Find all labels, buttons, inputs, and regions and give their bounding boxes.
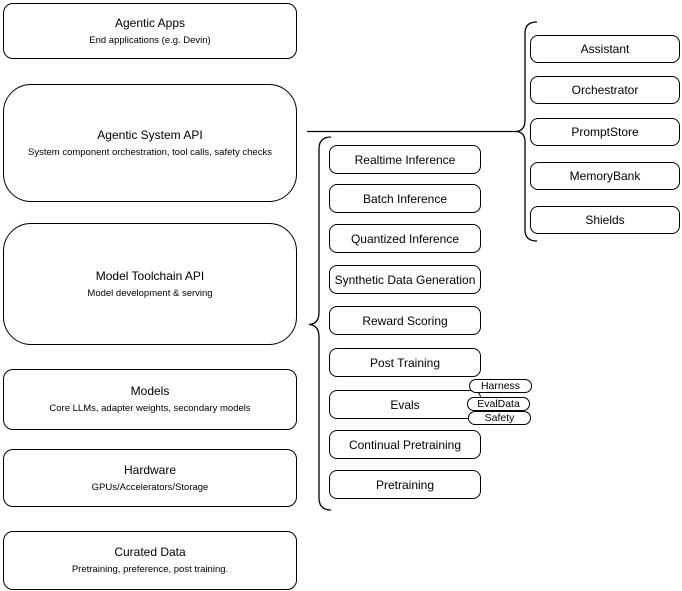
node-label: Quantized Inference <box>350 231 460 246</box>
node-subtitle: GPUs/Accelerators/Storage <box>91 481 209 493</box>
node-shields: Shields <box>530 206 680 234</box>
tag-safety: Safety <box>468 411 531 425</box>
node-agentic-apps: Agentic Apps End applications (e.g. Devi… <box>3 3 297 59</box>
node-label: Continual Pretraining <box>348 437 462 452</box>
brace-toolchain <box>308 136 332 511</box>
node-batch-inference: Batch Inference <box>329 184 481 213</box>
node-subtitle: Model development & serving <box>87 287 213 299</box>
node-subtitle: End applications (e.g. Devin) <box>89 34 211 46</box>
node-continual-pretraining: Continual Pretraining <box>329 430 481 459</box>
node-title: Hardware <box>123 462 177 477</box>
node-label: Batch Inference <box>362 191 448 206</box>
node-label: MemoryBank <box>569 169 641 183</box>
node-pretraining: Pretraining <box>329 470 481 499</box>
node-assistant: Assistant <box>530 35 680 63</box>
node-label: Pretraining <box>375 477 435 492</box>
node-label: Realtime Inference <box>354 152 456 167</box>
node-evals: Evals <box>329 390 481 419</box>
node-memorybank: MemoryBank <box>530 162 680 190</box>
tag-label: EvalData <box>477 398 520 410</box>
node-title: Models <box>130 384 170 398</box>
node-model-toolchain-api: Model Toolchain API Model development & … <box>3 223 297 345</box>
node-title: Agentic Apps <box>114 15 186 30</box>
node-title: Model Toolchain API <box>95 268 205 283</box>
node-label: PromptStore <box>571 125 639 139</box>
node-subtitle: System component orchestration, tool cal… <box>28 146 272 158</box>
node-label: Evals <box>390 397 420 412</box>
node-post-training: Post Training <box>329 348 481 377</box>
tag-evaldata: EvalData <box>467 397 530 411</box>
node-label: Assistant <box>580 42 630 56</box>
node-label: Post Training <box>369 355 441 370</box>
node-agentic-system-api: Agentic System API System component orch… <box>3 84 297 202</box>
node-label: Synthetic Data Generation <box>334 272 476 287</box>
node-reward-scoring: Reward Scoring <box>329 306 481 335</box>
node-realtime-inference: Realtime Inference <box>329 145 481 174</box>
tag-label: Safety <box>484 412 515 424</box>
node-label: Reward Scoring <box>362 313 448 328</box>
tag-label: Harness <box>480 380 521 392</box>
node-title: Agentic System API <box>97 127 203 142</box>
node-promptstore: PromptStore <box>530 118 680 146</box>
node-synthetic-data-generation: Synthetic Data Generation <box>329 265 481 294</box>
node-subtitle: Core LLMs, adapter weights, secondary mo… <box>49 403 251 414</box>
node-orchestrator: Orchestrator <box>530 76 680 104</box>
node-label: Shields <box>585 213 625 227</box>
node-curated-data: Curated Data Pretraining, preference, po… <box>3 531 297 590</box>
tag-harness: Harness <box>469 379 532 393</box>
node-quantized-inference: Quantized Inference <box>329 224 481 253</box>
node-subtitle: Pretraining, preference, post training. <box>71 564 229 575</box>
node-label: Orchestrator <box>571 83 639 97</box>
node-models: Models Core LLMs, adapter weights, secon… <box>3 369 297 430</box>
node-hardware: Hardware GPUs/Accelerators/Storage <box>3 449 297 507</box>
node-title: Curated Data <box>114 545 186 559</box>
